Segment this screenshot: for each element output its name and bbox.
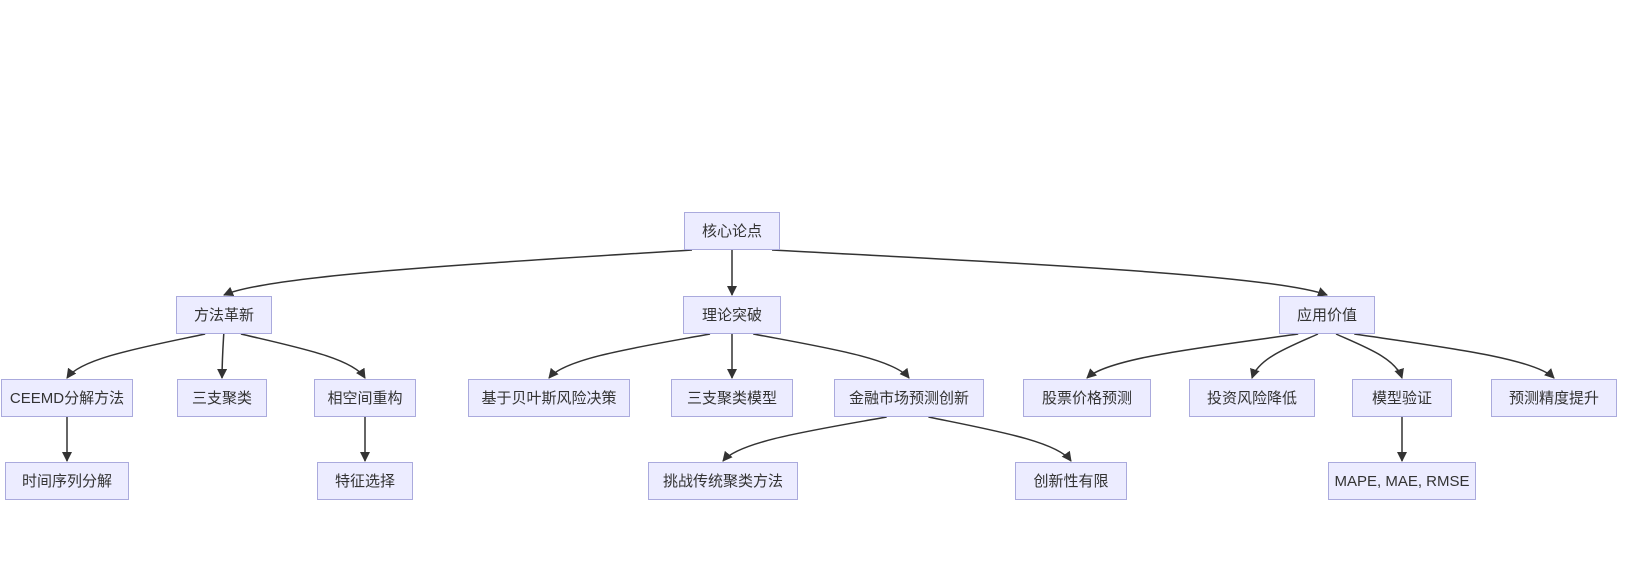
node-label: 基于贝叶斯风险决策 bbox=[481, 389, 617, 407]
node-stock-pred: 股票价格预测 bbox=[1023, 379, 1151, 417]
node-ceemd: CEEMD分解方法 bbox=[1, 379, 133, 417]
edge-method--phase-space bbox=[240, 333, 366, 379]
node-phase-space: 相空间重构 bbox=[314, 379, 416, 417]
node-label: 挑战传统聚类方法 bbox=[662, 472, 783, 490]
edge-theory--bayes-risk bbox=[548, 333, 711, 379]
node-label: 相空间重构 bbox=[327, 389, 403, 407]
node-label: 股票价格预测 bbox=[1041, 389, 1132, 407]
edge-application--precision bbox=[1354, 333, 1555, 379]
node-model-validation: 模型验证 bbox=[1352, 379, 1452, 417]
node-label: MAPE, MAE, RMSE bbox=[1334, 472, 1470, 490]
edge-method--three-way-clustering bbox=[217, 333, 228, 379]
node-label: CEEMD分解方法 bbox=[9, 389, 125, 407]
node-label: 金融市场预测创新 bbox=[848, 389, 969, 407]
node-label: 核心论点 bbox=[701, 222, 762, 240]
edge-method--ceemd bbox=[66, 333, 206, 379]
node-precision: 预测精度提升 bbox=[1491, 379, 1617, 417]
node-label: 预测精度提升 bbox=[1508, 389, 1599, 407]
edge-application--invest-risk bbox=[1250, 333, 1319, 379]
node-label: 模型验证 bbox=[1371, 389, 1432, 407]
node-three-way-model: 三支聚类模型 bbox=[671, 379, 793, 417]
node-invest-risk: 投资风险降低 bbox=[1189, 379, 1315, 417]
edge-application--model-validation bbox=[1335, 333, 1404, 379]
node-fin-market: 金融市场预测创新 bbox=[834, 379, 984, 417]
node-limited-novelty: 创新性有限 bbox=[1015, 462, 1127, 500]
node-feature-selection: 特征选择 bbox=[317, 462, 413, 500]
node-label: 时间序列分解 bbox=[21, 472, 112, 490]
node-three-way-clustering: 三支聚类 bbox=[177, 379, 267, 417]
node-label: 三支聚类 bbox=[191, 389, 252, 407]
edges-group bbox=[62, 249, 1555, 462]
node-challenge: 挑战传统聚类方法 bbox=[648, 462, 798, 500]
node-ts-decomp: 时间序列分解 bbox=[5, 462, 129, 500]
node-core: 核心论点 bbox=[684, 212, 780, 250]
node-label: 特征选择 bbox=[334, 472, 395, 490]
node-label: 方法革新 bbox=[193, 306, 254, 324]
edge-core--application bbox=[771, 249, 1328, 297]
node-bayes-risk: 基于贝叶斯风险决策 bbox=[468, 379, 630, 417]
node-label: 投资风险降低 bbox=[1206, 389, 1297, 407]
node-method: 方法革新 bbox=[176, 296, 272, 334]
node-theory: 理论突破 bbox=[683, 296, 781, 334]
node-metrics: MAPE, MAE, RMSE bbox=[1328, 462, 1476, 500]
node-application: 应用价值 bbox=[1279, 296, 1375, 334]
edge-fin-market--limited-novelty bbox=[928, 416, 1072, 462]
node-label: 创新性有限 bbox=[1033, 472, 1109, 490]
node-label: 理论突破 bbox=[701, 306, 762, 324]
edge-core--method bbox=[223, 249, 693, 297]
edge-theory--fin-market bbox=[753, 333, 910, 379]
edge-application--stock-pred bbox=[1086, 333, 1299, 379]
node-label: 应用价值 bbox=[1296, 306, 1357, 324]
edge-fin-market--challenge bbox=[722, 416, 887, 462]
node-label: 三支聚类模型 bbox=[686, 389, 777, 407]
